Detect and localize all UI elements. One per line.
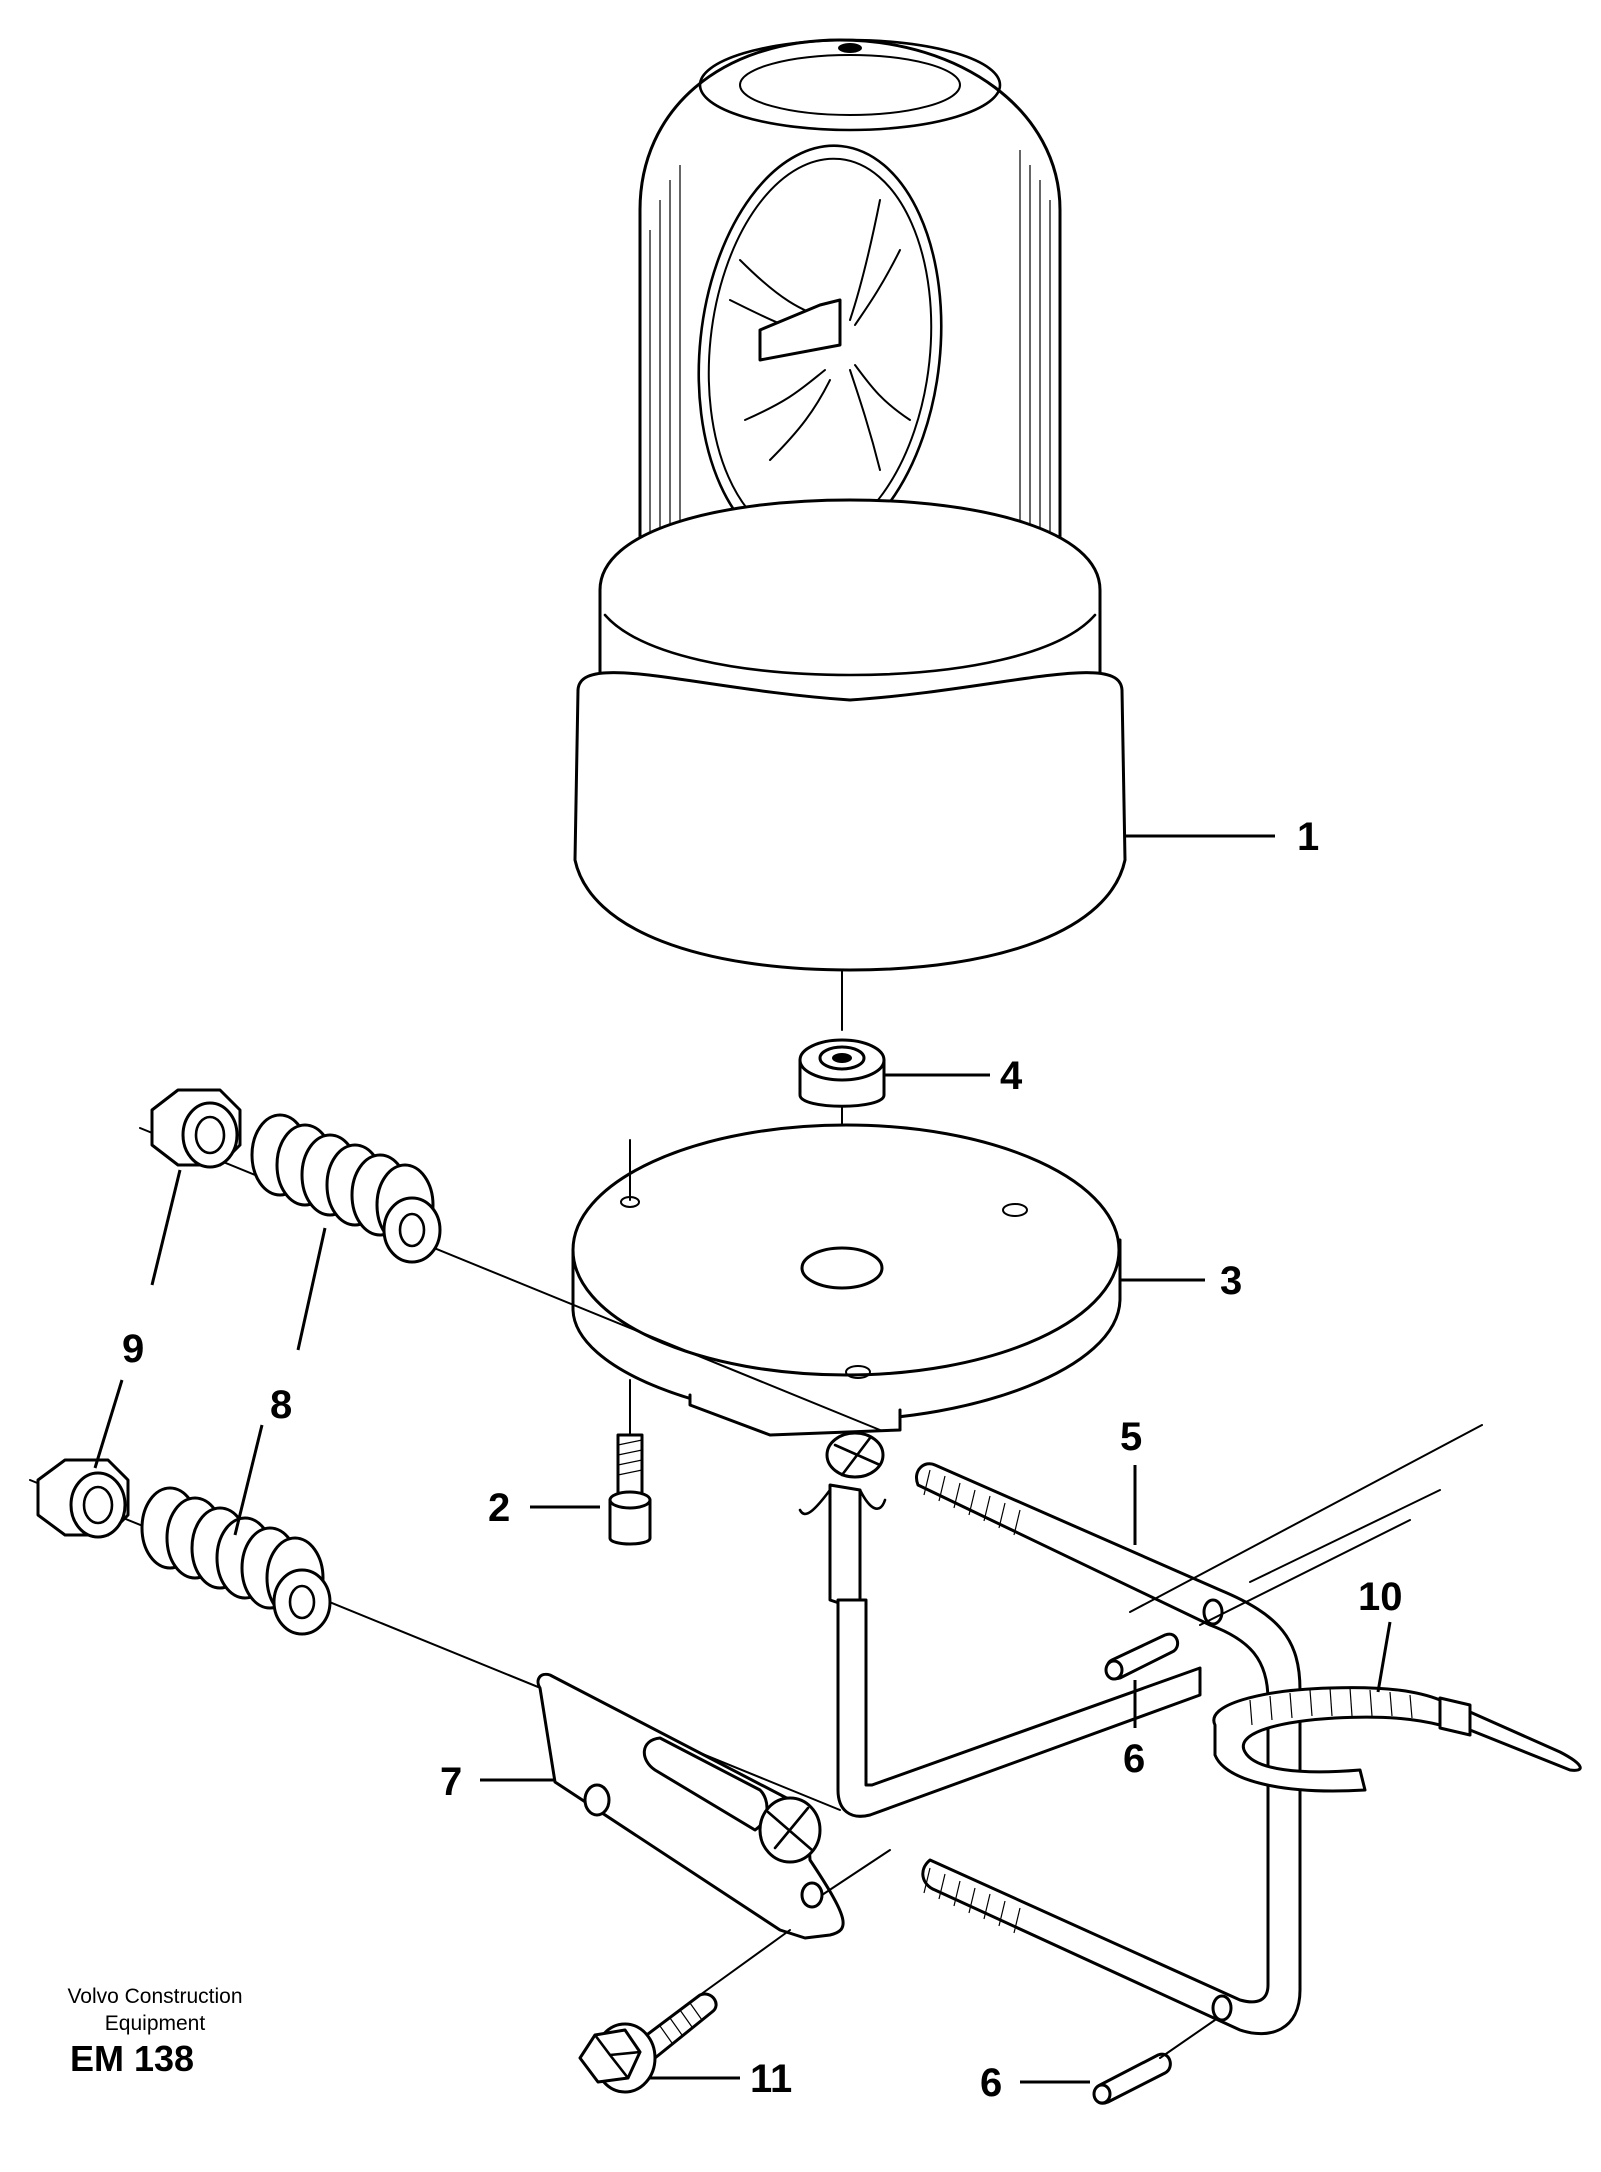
callout-8-leader-upper (296, 1227, 327, 1351)
credit-line-1: Volvo Construction (67, 1985, 243, 2008)
callout-10-leader (1376, 1621, 1392, 1693)
flange-screw-part (578, 1992, 718, 2094)
cable-part (798, 1483, 1202, 1818)
cable-tie-part (1212, 1686, 1582, 1793)
callout-6-upper: 6 (1123, 1737, 1145, 1781)
callout-6-lower: 6 (980, 2061, 1002, 2105)
spring-upper-part (250, 1113, 442, 1264)
callout-8-leader-lower (233, 1424, 264, 1536)
callout-10: 10 (1358, 1575, 1403, 1619)
callout-1: 1 (1297, 815, 1319, 859)
pin-lower-part (1092, 2052, 1172, 2105)
callout-3: 3 (1220, 1259, 1242, 1303)
nut-lower-part (36, 1458, 130, 1539)
nut-upper-part (150, 1088, 242, 1169)
spring-lower-part (140, 1486, 332, 1636)
callout-7: 7 (440, 1760, 462, 1804)
callout-11: 11 (750, 2057, 792, 2101)
callout-9-leader-upper (150, 1169, 182, 1286)
credit-line-2: Equipment (104, 2012, 206, 2035)
grommet-part (798, 1038, 886, 1108)
bracket-part (536, 1672, 891, 1940)
base-plate-part (571, 1123, 1122, 1437)
callout-5: 5 (1120, 1415, 1142, 1459)
callout-9-leader-lower (93, 1379, 124, 1469)
callout-4: 4 (1000, 1054, 1023, 1098)
beacon-lamp-part (573, 38, 1127, 972)
callout-9: 9 (122, 1327, 144, 1371)
callout-2: 2 (488, 1486, 510, 1530)
illustration-code: EM 138 (70, 2038, 195, 2079)
screw-part (608, 1433, 652, 1546)
cable-clamp-part (825, 1431, 885, 1479)
callout-8: 8 (270, 1383, 292, 1427)
pin-upper-part (1104, 1632, 1180, 1681)
manufacturer-credit: Volvo Construction Equipment (40, 1983, 270, 2037)
